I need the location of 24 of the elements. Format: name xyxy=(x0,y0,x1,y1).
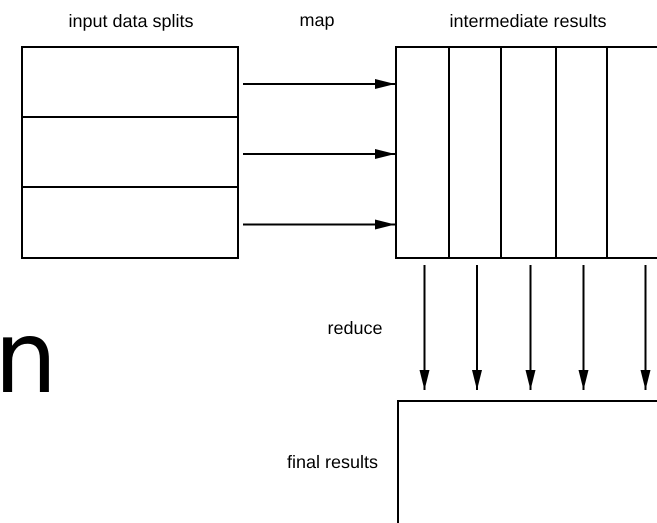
arrow xyxy=(472,265,482,390)
step-label: reduce xyxy=(327,319,383,337)
box xyxy=(21,186,239,259)
arrow xyxy=(526,265,536,390)
arrow xyxy=(640,265,650,390)
group-frame xyxy=(23,48,241,261)
box xyxy=(21,116,239,188)
arrow xyxy=(578,265,588,390)
arrow xyxy=(243,149,395,159)
arrow xyxy=(420,265,430,390)
heading-text: input data splits xyxy=(68,11,194,32)
box xyxy=(500,46,557,259)
heading-text: intermediate results xyxy=(449,11,607,32)
box xyxy=(395,46,450,259)
arrow xyxy=(243,220,395,230)
arrow xyxy=(243,79,395,89)
group-frame xyxy=(397,48,657,261)
result-box xyxy=(397,400,657,523)
partial-heading-text: n xyxy=(0,308,58,408)
step-label: map xyxy=(300,11,334,29)
box xyxy=(448,46,502,259)
box xyxy=(555,46,608,259)
box xyxy=(21,46,239,118)
node-caption: final results xyxy=(286,452,378,473)
